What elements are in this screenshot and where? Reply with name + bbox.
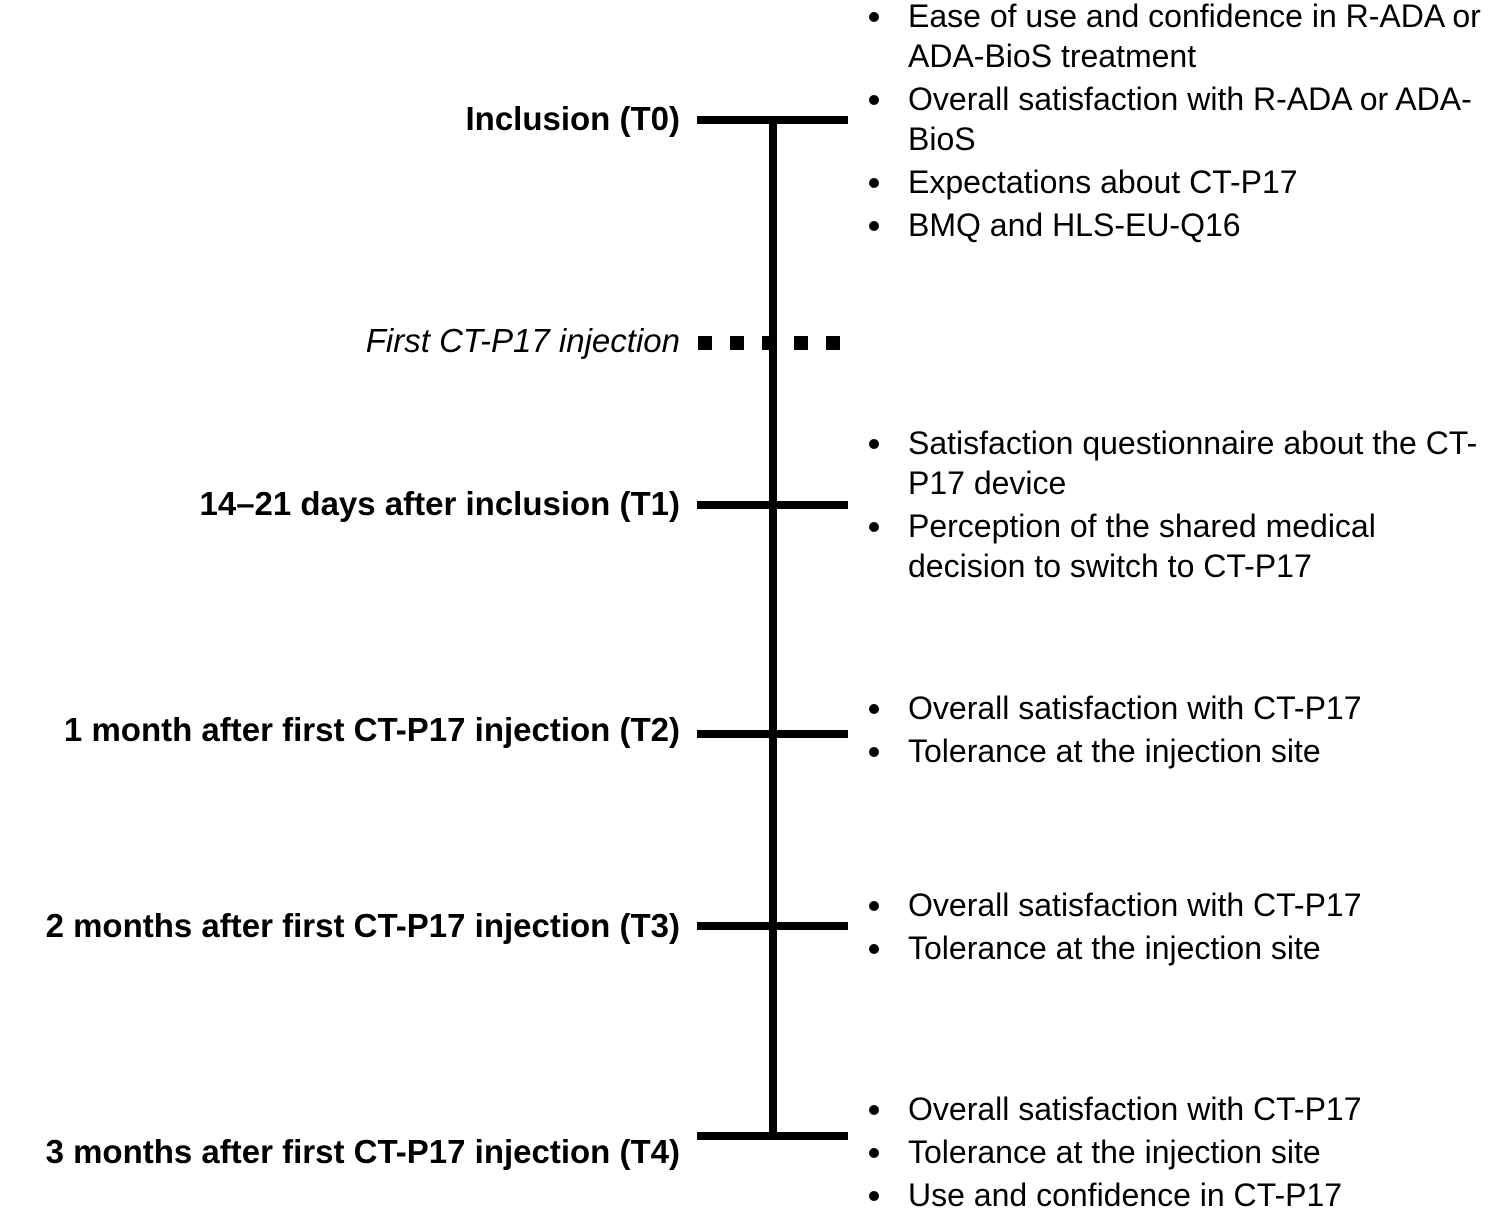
assessment-list-t1: Satisfaction questionnaire about the CT-… <box>862 423 1500 589</box>
assessment-item: Expectations about CT-P17 <box>862 162 1500 202</box>
assessment-item-text: Use and confidence in CT-P17 <box>908 1177 1343 1213</box>
bullet-icon <box>869 12 879 22</box>
timepoint-label-t2: 1 month after first CT-P17 injection (T2… <box>63 711 680 748</box>
assessment-item: Perception of the shared medical decisio… <box>862 506 1500 586</box>
bullet-icon <box>869 1191 879 1201</box>
event-dotted-marker <box>698 336 840 350</box>
bullet-icon <box>869 178 879 188</box>
bullet-icon <box>869 95 879 105</box>
assessment-item: Overall satisfaction with CT-P17 <box>862 885 1500 925</box>
assessment-list-t2: Overall satisfaction with CT-P17 Toleran… <box>862 688 1500 774</box>
assessment-item: Tolerance at the injection site <box>862 1132 1500 1172</box>
assessment-item: Overall satisfaction with CT-P17 <box>862 688 1500 728</box>
assessment-item-text: Overall satisfaction with R-ADA or ADA-B… <box>908 81 1472 157</box>
assessment-item-text: Overall satisfaction with CT-P17 <box>908 887 1362 923</box>
assessment-item-text: Overall satisfaction with CT-P17 <box>908 1091 1362 1127</box>
assessment-item-text: Expectations about CT-P17 <box>908 164 1298 200</box>
assessment-item-text: Tolerance at the injection site <box>908 733 1321 769</box>
bullet-icon <box>869 1105 879 1115</box>
assessment-item: Overall satisfaction with R-ADA or ADA-B… <box>862 79 1500 159</box>
assessment-item: Overall satisfaction with CT-P17 <box>862 1089 1500 1129</box>
assessment-item-text: Satisfaction questionnaire about the CT-… <box>908 425 1478 501</box>
assessment-item: Use and confidence in CT-P17 <box>862 1175 1500 1215</box>
event-label-first-injection: First CT-P17 injection <box>365 322 680 359</box>
assessment-item-text: Ease of use and confidence in R-ADA or A… <box>908 0 1481 74</box>
timepoint-label-t3: 2 months after first CT-P17 injection (T… <box>45 907 680 944</box>
bullet-icon <box>869 944 879 954</box>
assessment-item: BMQ and HLS-EU-Q16 <box>862 205 1500 245</box>
bullet-icon <box>869 522 879 532</box>
assessment-item: Tolerance at the injection site <box>862 731 1500 771</box>
assessment-list-t0: Ease of use and confidence in R-ADA or A… <box>862 0 1500 248</box>
assessment-item-text: Perception of the shared medical decisio… <box>908 508 1376 584</box>
assessment-item-text: BMQ and HLS-EU-Q16 <box>908 207 1241 243</box>
assessment-list-t4: Overall satisfaction with CT-P17 Toleran… <box>862 1089 1500 1218</box>
assessment-item: Ease of use and confidence in R-ADA or A… <box>862 0 1500 76</box>
bullet-icon <box>869 1148 879 1158</box>
timepoint-label-t0: Inclusion (T0) <box>465 100 681 137</box>
bullet-icon <box>869 901 879 911</box>
assessment-item: Satisfaction questionnaire about the CT-… <box>862 423 1500 503</box>
timepoint-label-t1: 14–21 days after inclusion (T1) <box>199 485 680 522</box>
bullet-icon <box>869 221 879 231</box>
bullet-icon <box>869 747 879 757</box>
assessment-item: Tolerance at the injection site <box>862 928 1500 968</box>
assessment-item-text: Overall satisfaction with CT-P17 <box>908 690 1362 726</box>
assessment-item-text: Tolerance at the injection site <box>908 1134 1321 1170</box>
bullet-icon <box>869 439 879 449</box>
assessment-list-t3: Overall satisfaction with CT-P17 Toleran… <box>862 885 1500 971</box>
assessment-item-text: Tolerance at the injection site <box>908 930 1321 966</box>
timepoint-label-t4: 3 months after first CT-P17 injection (T… <box>45 1133 680 1170</box>
bullet-icon <box>869 704 879 714</box>
